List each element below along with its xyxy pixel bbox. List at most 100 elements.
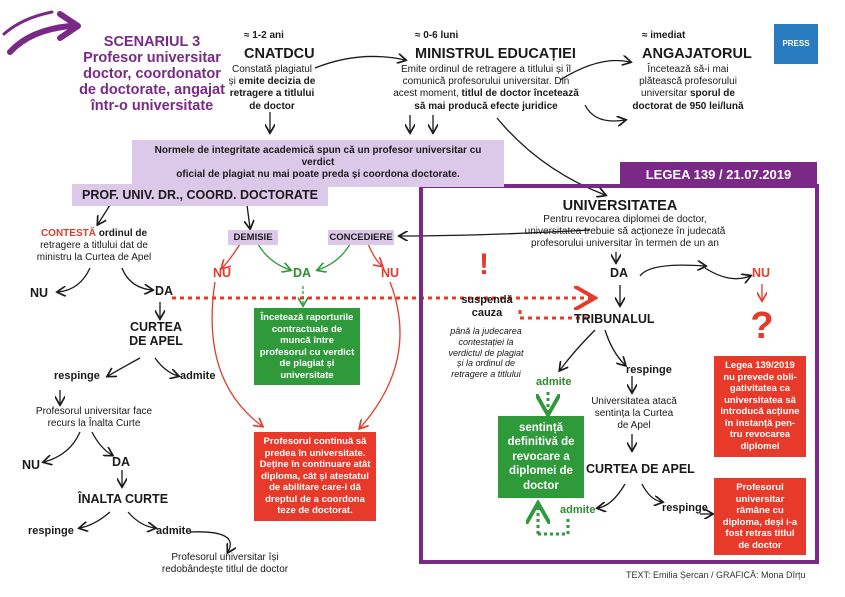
recurs-line-2: recurs la Înalta Curte xyxy=(47,418,141,430)
contract-end-6: universitate xyxy=(280,369,334,381)
univ-desc-1: Pentru revocarea diplomei de doctor, xyxy=(543,214,707,225)
universitatea-title: UNIVERSITATEA xyxy=(540,198,700,214)
final-ruling-2: definitivă de xyxy=(507,436,575,449)
suspenda-desc-4: și la ordinul de xyxy=(456,358,516,369)
keeps-diploma-box: Profesorul universitar rămâne cu diploma… xyxy=(714,478,806,556)
keeps-5: fost retras titlul xyxy=(725,528,795,540)
contest-line-3: ministru la Curtea de Apel xyxy=(36,252,152,264)
law-gap-2: nu prevede obli- xyxy=(723,371,797,383)
univ-desc-2: universitatea trebuie să acționeze în ju… xyxy=(524,226,726,238)
contract-end-3: muncă între xyxy=(280,335,334,347)
keeps-3: rămâne cu xyxy=(736,505,784,517)
pressone-logo: PRESS ONE xyxy=(774,24,818,88)
final-ruling-5: doctor xyxy=(523,479,559,492)
prof-box: PROF. UNIV. DR., COORD. DOCTORATE xyxy=(72,184,328,206)
scenario-subtitle-1: Profesor universitar xyxy=(83,50,221,66)
minister-desc: Emite ordinul de retragere a titlului și… xyxy=(388,64,584,113)
cnatdcu-time: ≈ 1-2 ani xyxy=(244,30,284,41)
suspenda-desc-1: până la judecarea xyxy=(450,326,522,336)
credits: TEXT: Emilia Șercan / GRAFICĂ: Mona Dîrț… xyxy=(626,570,806,580)
employer-desc-2: plătească profesorului xyxy=(639,76,737,88)
demisie-no: NU xyxy=(213,266,232,280)
law-gap-4: universitatea să xyxy=(724,394,796,406)
contract-end-1: Încetează raporturile xyxy=(260,312,354,323)
curtea-apel-left-2: DE APEL xyxy=(129,334,183,348)
employer-time: ≈ imediat xyxy=(642,30,686,41)
universitatea-desc: Pentru revocarea diplomei de doctor, uni… xyxy=(520,214,730,251)
contest-line-2: retragere a titlului dat de xyxy=(40,240,148,252)
recurs-no: NU xyxy=(22,458,41,472)
suspenda-2: cauza xyxy=(471,307,503,320)
left-respinge-1: respinge xyxy=(54,370,100,382)
redobandeste-line-2: redobândește titlul de doctor xyxy=(161,564,289,576)
norms-box: Normele de integritate academică spun că… xyxy=(132,140,504,187)
scenario-title-block: SCENARIUL 3 Profesor universitar doctor,… xyxy=(52,34,252,114)
law-frame xyxy=(419,184,819,564)
curtea-apel-left-1: CURTEA xyxy=(129,320,183,334)
left-admite-1: admite xyxy=(180,370,216,382)
scenario-subtitle-4: într-o universitate xyxy=(90,98,214,114)
continues-2: predea în universitate. xyxy=(264,447,366,459)
employer-desc-1: Încetează să-i mai xyxy=(647,64,729,75)
employer-desc-3: universitar sporul de xyxy=(641,88,735,100)
redobandeste-text: Profesorul universitar își redobândește … xyxy=(140,552,310,576)
norms-line-2: oficial de plagiat nu mai poate preda și… xyxy=(176,169,460,181)
right-admite-2: admite xyxy=(560,504,596,516)
recurs-text: Profesorul universitar face recurs la În… xyxy=(14,406,174,430)
contract-end-box: Încetează raporturile contractuale de mu… xyxy=(254,308,360,386)
exclamation-icon: ! xyxy=(479,248,489,281)
cnatdcu-desc-2: și emite decizia de xyxy=(228,76,316,88)
law-header: LEGEA 139 / 21.07.2019 xyxy=(620,162,817,188)
scenario-title: SCENARIUL 3 xyxy=(103,34,201,50)
keeps-4: diploma, deși i-a xyxy=(722,516,798,528)
contest-line-1: CONTESTĂ ordinul de xyxy=(40,228,148,239)
law-gap-3: gativitatea ca xyxy=(729,383,791,395)
univ-ataca: Universitatea atacă sentința la Curtea d… xyxy=(586,396,682,433)
contest-text: CONTESTĂ ordinul de retragere a titlului… xyxy=(14,228,174,265)
curtea-apel-right: CURTEA DE APEL xyxy=(586,462,695,476)
univ-ataca-3: de Apel xyxy=(617,420,651,432)
employer-title: ANGAJATORUL xyxy=(642,46,752,63)
scenario-subtitle-3: de doctorate, angajat xyxy=(79,82,225,98)
law-gap-5: introducă acțiune xyxy=(720,406,800,418)
minister-desc-4: să mai producă efecte juridice xyxy=(414,100,558,112)
cnatdcu-desc-3: retragere a titlului xyxy=(229,88,315,100)
law-gap-8: diplomei xyxy=(740,441,780,453)
law-gap-7: tru revocarea xyxy=(729,429,791,441)
recurs-yes: DA xyxy=(112,455,131,469)
tribunal-label: TRIBUNALUL xyxy=(574,312,655,326)
cnatdcu-title: CNATDCU xyxy=(244,46,315,63)
minister-desc-2: comunică profesorului universitar. Din xyxy=(402,76,570,88)
employer-desc-4: doctorat de 950 lei/lună xyxy=(632,100,744,112)
question-icon: ? xyxy=(750,305,774,347)
inalta-curte: ÎNALTA CURTE xyxy=(78,492,169,506)
demisie-label: DEMISIE xyxy=(228,230,278,245)
continues-teaching-box: Profesorul continuă să predea în univers… xyxy=(254,432,376,522)
curtea-apel-left: CURTEA DE APEL xyxy=(116,320,196,348)
contract-end-5: de plagiat și xyxy=(279,358,335,370)
final-ruling-1: sentință xyxy=(518,422,564,434)
keeps-2: universitar xyxy=(735,493,785,505)
norms-line-1: Normele de integritate academică spun că… xyxy=(154,145,482,169)
law-gap-6: în instanță pen- xyxy=(724,417,796,429)
suspenda-desc-2: contestației la xyxy=(458,336,514,347)
contest-no: NU xyxy=(30,286,49,300)
cnatdcu-desc-1: Constată plagiatul xyxy=(231,64,313,75)
final-ruling-box: sentință definitivă de revocare a diplom… xyxy=(498,416,584,498)
univ-ataca-1: Universitatea atacă xyxy=(591,396,677,407)
right-admite-1: admite xyxy=(536,376,572,388)
scenario-subtitle-2: doctor, coordonator xyxy=(83,66,221,82)
keeps-6: de doctor xyxy=(738,539,782,551)
univ-ataca-2: sentința la Curtea xyxy=(594,408,674,420)
left-respinge-2: respinge xyxy=(28,525,74,537)
continues-1: Profesorul continuă să xyxy=(263,436,367,447)
law-gap-1: Legea 139/2019 xyxy=(725,360,795,371)
continues-7: teze de doctorat. xyxy=(277,505,353,517)
final-ruling-3: revocare a xyxy=(512,450,570,463)
continues-4: diploma, cât și atestatul xyxy=(261,470,369,482)
employer-block: ≈ imediat ANGAJATORUL xyxy=(642,30,762,62)
minister-desc-3: acest moment, titlul de doctor încetează xyxy=(393,88,579,100)
contest-yes: DA xyxy=(155,284,174,298)
keeps-1: Profesorul xyxy=(736,482,784,493)
cnatdcu-desc-4: de doctor xyxy=(249,100,295,112)
